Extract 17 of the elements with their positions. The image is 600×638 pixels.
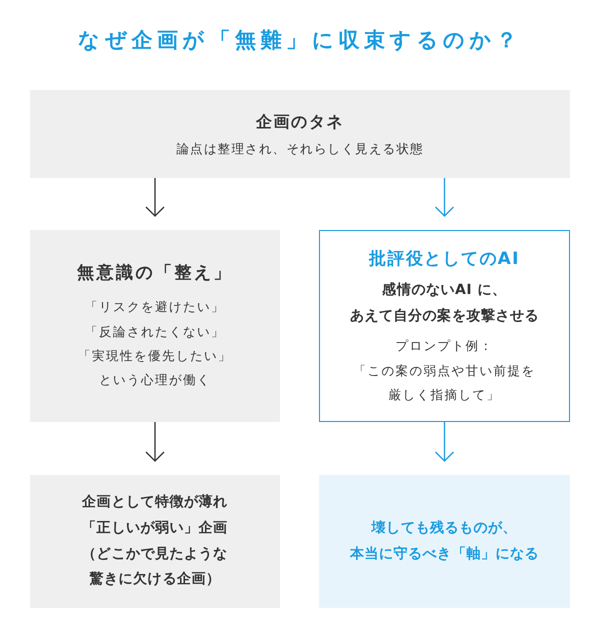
stage-box [30, 90, 570, 178]
box-text: 「リスクを避けたい」「反論されたくない」「実現性を優先したい」という心理が働く [78, 298, 232, 390]
box-text: 企画として特徴が薄れ「正しいが弱い」企画（どこかで見たような驚きに欠ける企画） [82, 492, 228, 590]
box-text: 感情のないAI に、あえて自分の案を攻撃させる [350, 281, 540, 326]
stage-box [319, 230, 570, 422]
box-text: 論点は整理され、それらしく見える状態 [176, 140, 424, 158]
box-heading: 無意識の「整え」 [76, 262, 234, 286]
box-text: プロンプト例：「この案の弱点や甘い前提を厳しく指摘して」 [354, 337, 536, 404]
arrow [434, 422, 454, 462]
arrow [145, 422, 165, 462]
box-text: 壊しても残るものが、本当に守るべき「軸」になる [350, 518, 540, 564]
title: なぜ企画が「無難」に収束するのか？ [77, 27, 523, 54]
box-heading: 企画のタネ [256, 111, 344, 134]
arrow [145, 178, 165, 217]
stage-box [30, 230, 280, 422]
box-heading: 批評役としてのAI [369, 248, 520, 271]
arrow [434, 178, 454, 217]
